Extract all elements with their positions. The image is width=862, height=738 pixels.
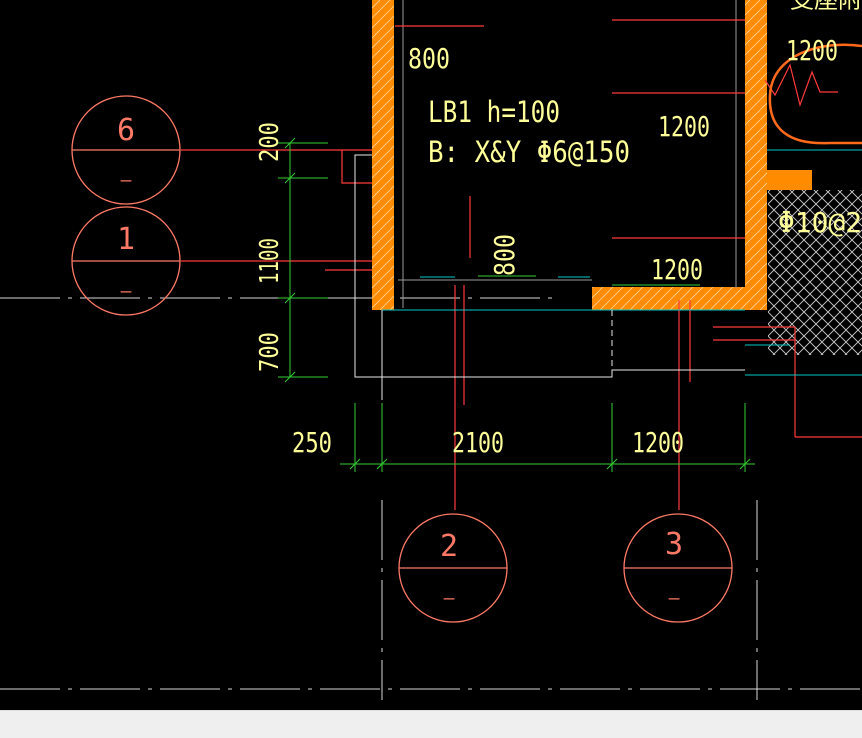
slab-label-line2: B: X&Y Φ6@150 [428, 135, 630, 169]
left-dim-1100: 1100 [255, 238, 285, 284]
drawing-svg: LB1 h=100 B: X&Y Φ6@150 800 1200 1200 12… [0, 0, 862, 700]
dim-right-1200-mid: 1200 [658, 110, 710, 143]
opening-dimension [478, 275, 700, 286]
left-dim-700: 700 [255, 332, 285, 372]
bottom-dim-250: 250 [292, 426, 332, 459]
wall-outline [372, 0, 812, 310]
grid-bubble-2-sub: – [444, 588, 455, 609]
dim-vertical-800: 800 [488, 234, 521, 276]
axis-lines [0, 297, 862, 700]
status-bar [0, 710, 862, 738]
bottom-dim-1200: 1200 [632, 426, 684, 459]
grid-bubble-1-sub: – [121, 281, 132, 302]
dim-right-1200-upper: 1200 [786, 34, 838, 67]
grid-bubble-3-sub: – [669, 588, 680, 609]
cyan-lines [382, 149, 862, 376]
top-right-text: 支座附 [790, 0, 862, 14]
grid-bubble-6-number: 6 [117, 113, 135, 148]
grid-bubble-1: 1 – [71, 206, 181, 316]
wall-inner-strip [398, 0, 737, 308]
rebar-label-right: Φ10@2 [778, 206, 862, 239]
grid-bubble-2-number: 2 [440, 529, 458, 564]
dim-right-1200-low: 1200 [651, 253, 703, 286]
red-lines [181, 19, 862, 510]
bottom-dimension [340, 403, 755, 472]
bottom-dim-2100: 2100 [452, 426, 504, 459]
grid-bubble-2: 2 – [398, 513, 508, 623]
revision-cloud [768, 43, 862, 145]
slab-label-line1: LB1 h=100 [428, 95, 560, 129]
left-dimension [278, 137, 328, 383]
left-dim-200: 200 [255, 122, 285, 162]
cad-canvas[interactable]: LB1 h=100 B: X&Y Φ6@150 800 1200 1200 12… [0, 0, 862, 710]
white-outline [354, 154, 745, 400]
grid-bubble-1-number: 1 [117, 222, 135, 257]
grid-bubble-6: 6 – [71, 95, 181, 205]
dim-top-800: 800 [408, 42, 450, 75]
grid-bubble-3: 3 – [623, 513, 733, 623]
grid-bubble-3-number: 3 [665, 527, 683, 562]
grid-bubble-6-sub: – [121, 170, 132, 191]
